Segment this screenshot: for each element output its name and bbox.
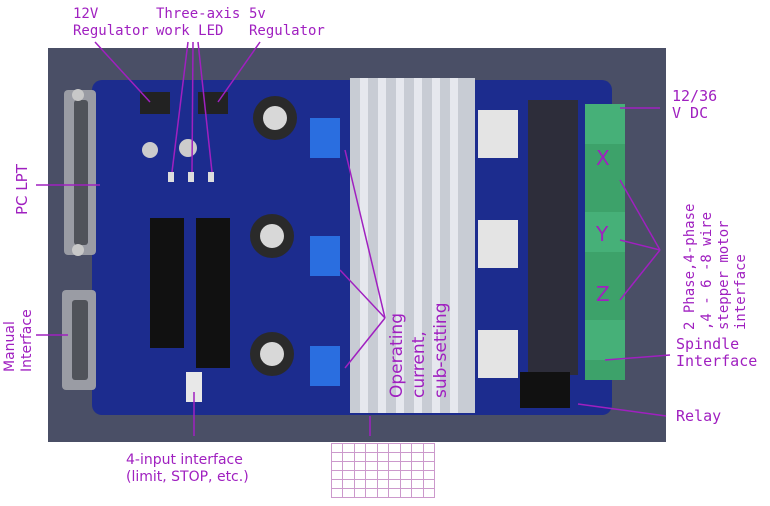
label-line: 2 Phase,4-phase — [682, 203, 698, 330]
label-line: Regulator — [73, 23, 149, 39]
label-line: Spindle — [676, 335, 740, 353]
label-line: stepper motor — [716, 220, 732, 330]
label-line: 12/36 — [672, 87, 718, 105]
label-line: (limit, STOP, etc.) — [126, 469, 249, 485]
label-line: Regulator — [249, 23, 325, 39]
label-line: Manual — [2, 321, 18, 372]
label-line: interface — [733, 254, 749, 330]
dip-switch — [310, 346, 340, 386]
label-axis-z: Z — [596, 282, 610, 306]
label-line: Interface — [19, 309, 35, 372]
label-line: 4-input interface — [126, 452, 243, 468]
annotation-arrows — [36, 41, 671, 436]
label-line: sub-setting — [431, 302, 451, 399]
label-pc-lpt: PC LPT — [13, 164, 31, 215]
label-line: V DC — [672, 104, 709, 122]
label-axis-y: Y — [596, 222, 609, 246]
label-line: work LED — [156, 23, 224, 39]
label-line: 12V — [73, 6, 99, 22]
regulator-12v — [140, 92, 170, 114]
label-line: current, — [409, 331, 429, 398]
label-relay: Relay — [676, 407, 722, 425]
dip-switch — [310, 236, 340, 276]
ic-chip — [150, 218, 184, 348]
label-line: ,4 - 6 -8 wire — [699, 211, 715, 330]
heatsink — [350, 78, 475, 413]
label-line: Three-axis — [156, 6, 241, 22]
dip-switch — [310, 118, 340, 158]
ic-chip — [196, 218, 230, 368]
label-input-interface: 4-input interface(limit, STOP, etc.) — [126, 452, 249, 486]
label-line: Operating — [387, 313, 407, 398]
dip-setting-table-image — [330, 443, 435, 498]
label-axis-x: X — [596, 146, 610, 170]
relay-component — [520, 372, 570, 408]
label-line: 5v — [249, 6, 266, 22]
label-line: Interface — [676, 352, 758, 370]
